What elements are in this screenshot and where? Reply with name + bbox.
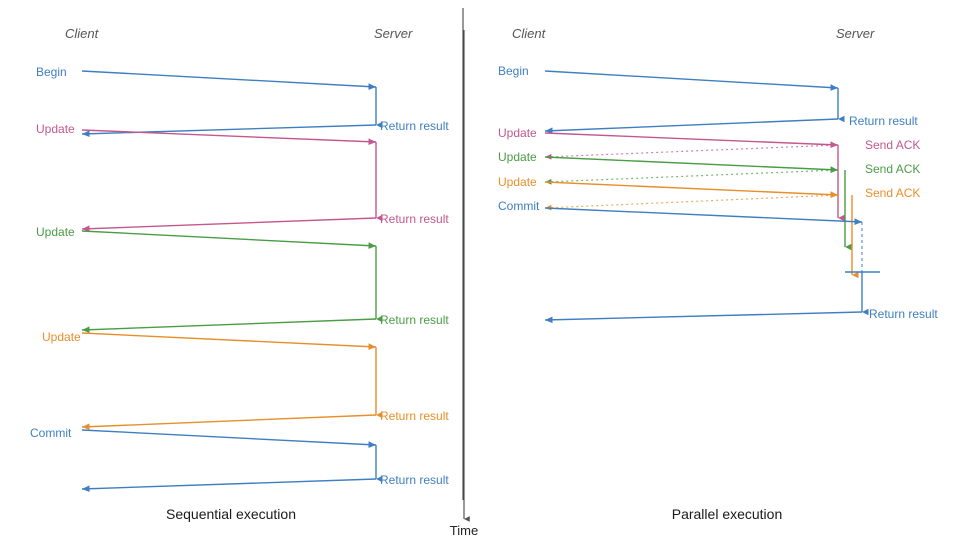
message-arrow (544, 132, 839, 149)
message-arrow (81, 478, 377, 493)
message-arrow (81, 124, 377, 138)
message-label: Commit (498, 199, 540, 213)
message-arrow (81, 129, 377, 146)
message-label: Update (36, 122, 75, 136)
message-arrow (544, 207, 863, 226)
time-axis-layer: Time (450, 30, 478, 538)
message-label: Send ACK (865, 186, 920, 200)
time-axis-label: Time (450, 523, 478, 538)
lane-title-server: Server (836, 26, 875, 41)
message-arrow (81, 230, 377, 249)
message-arrow (544, 144, 839, 160)
message-label: Return result (869, 307, 938, 321)
lane-title-client: Client (65, 26, 100, 41)
message-label: Return result (380, 212, 449, 226)
message-arrow (544, 311, 863, 324)
message-label: Send ACK (865, 138, 920, 152)
message-arrow (544, 194, 839, 211)
message-label: Update (36, 225, 75, 239)
message-arrow (81, 217, 377, 233)
message-label: Return result (380, 313, 449, 327)
message-arrow (81, 318, 377, 334)
panel-caption: Sequential execution (166, 506, 296, 522)
message-arrow (81, 332, 377, 350)
message-label: Begin (36, 65, 67, 79)
message-label: Return result (849, 114, 918, 128)
message-arrow (544, 169, 839, 185)
message-arrow (81, 70, 377, 90)
lane-title-client: Client (512, 26, 547, 41)
message-label: Update (42, 330, 81, 344)
message-arrow (81, 429, 377, 448)
message-arrow (544, 181, 839, 199)
message-arrow (544, 156, 839, 174)
message-label: Send ACK (865, 162, 920, 176)
message-arrow (544, 70, 839, 91)
message-arrow (544, 118, 839, 135)
message-label: Update (498, 150, 537, 164)
message-label: Begin (498, 64, 529, 78)
message-label: Return result (380, 119, 449, 133)
message-label: Commit (30, 426, 72, 440)
message-label: Update (498, 175, 537, 189)
message-label: Update (498, 126, 537, 140)
message-label: Return result (380, 409, 449, 423)
message-arrow (81, 414, 377, 431)
panel-caption: Parallel execution (672, 506, 783, 522)
lane-title-server: Server (374, 26, 413, 41)
message-label: Return result (380, 473, 449, 487)
